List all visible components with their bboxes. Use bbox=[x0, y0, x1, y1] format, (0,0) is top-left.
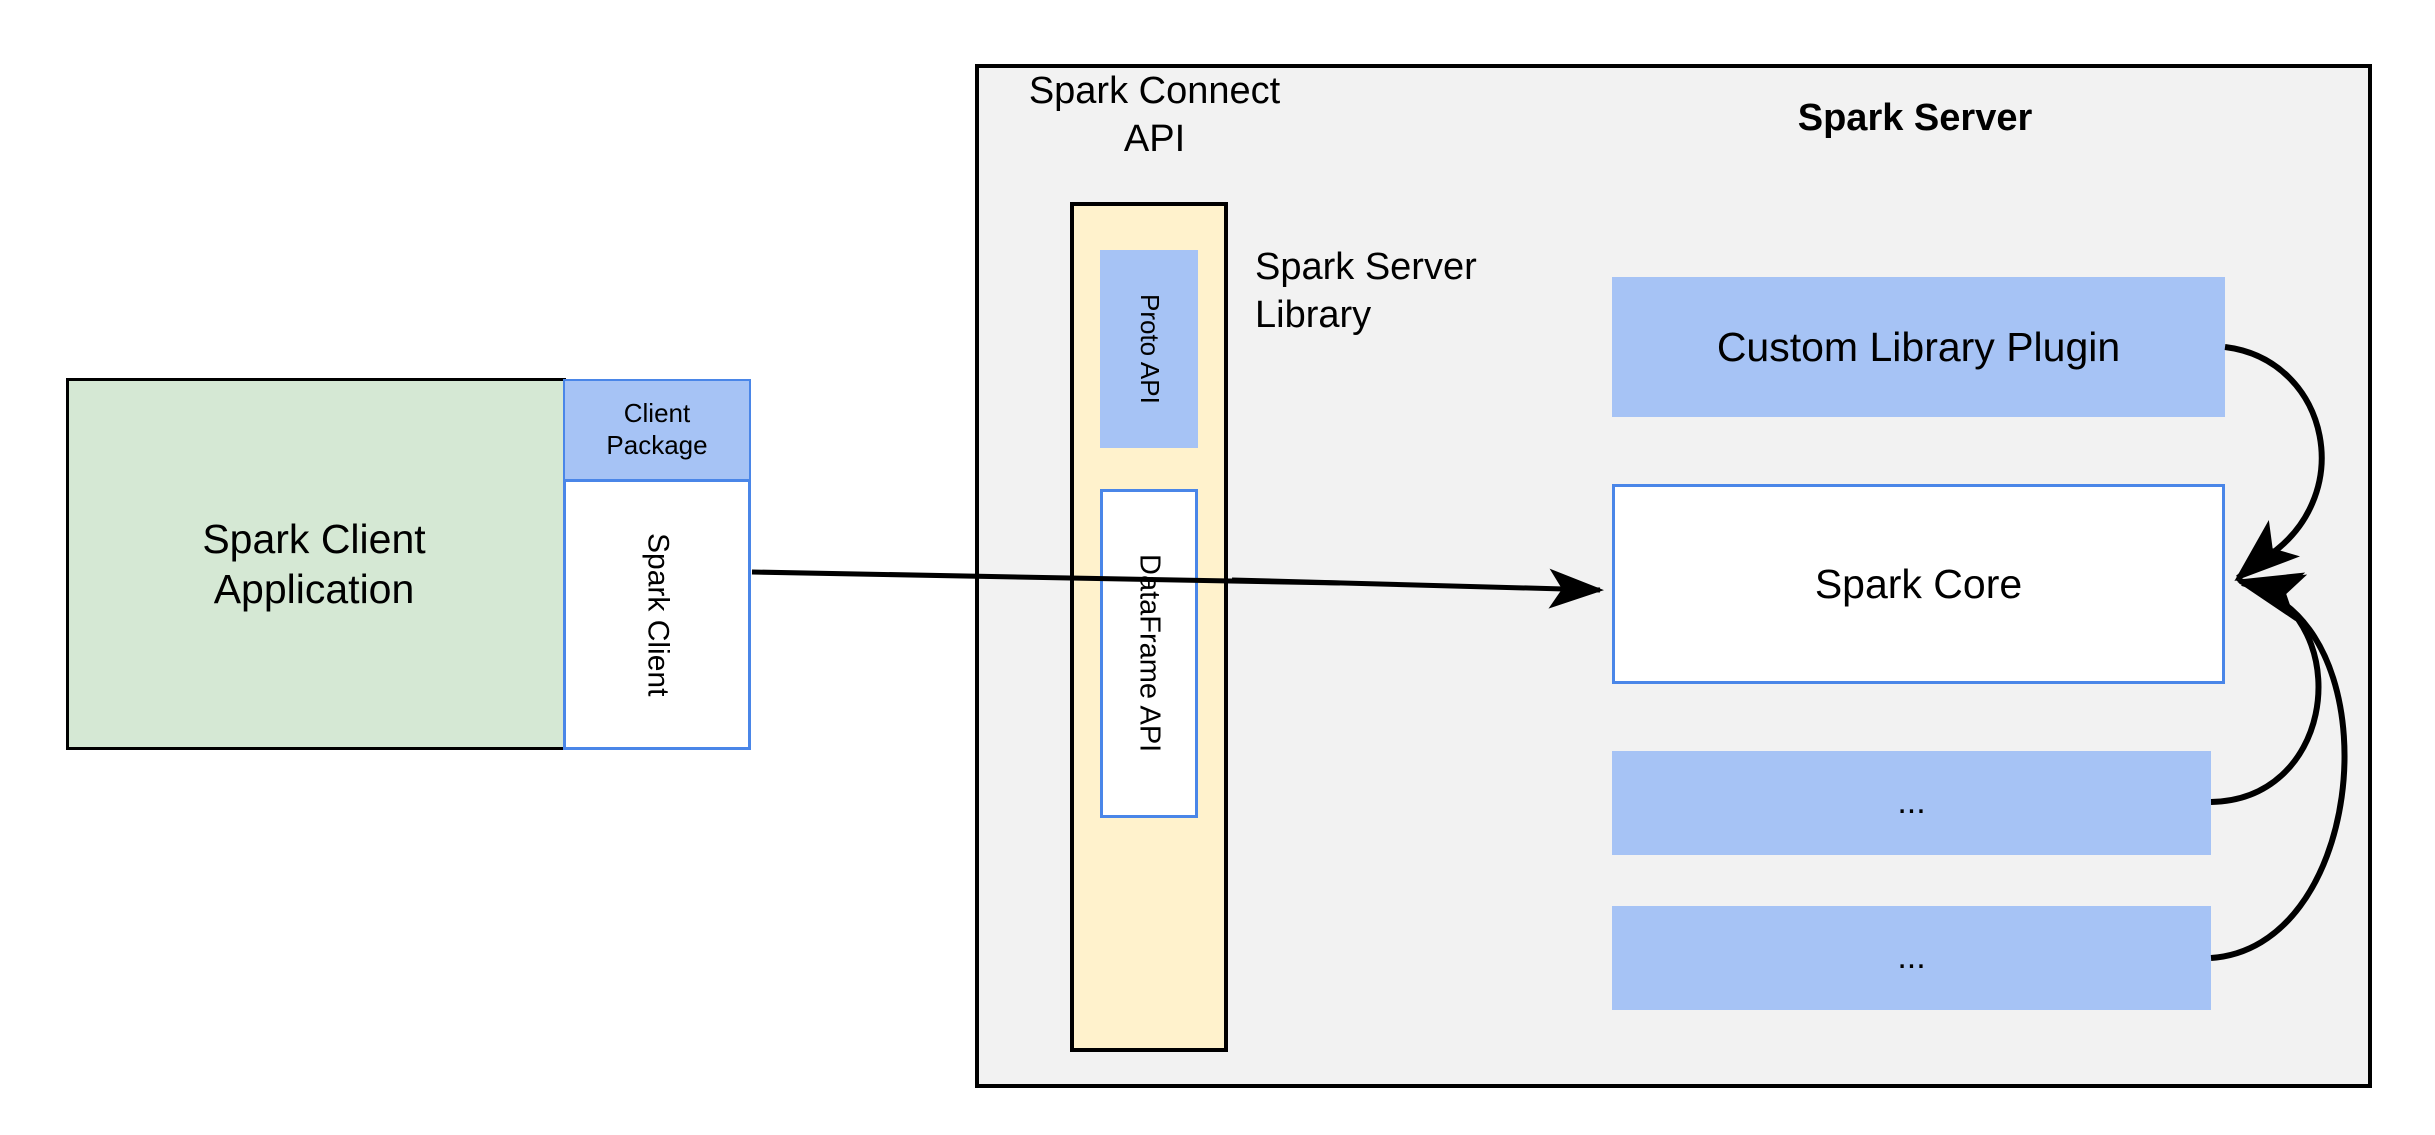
proto-api-label: Proto API bbox=[1134, 294, 1165, 404]
spark-core-label: Spark Core bbox=[1814, 560, 2023, 607]
placeholder-box-1[interactable]: ... bbox=[1612, 751, 2211, 855]
client-package-label: Client Package bbox=[606, 398, 708, 460]
spark-client-label: Spark Client bbox=[641, 532, 675, 697]
placeholder-box-2[interactable]: ... bbox=[1612, 906, 2211, 1010]
spark-connect-api-title: Spark Connect API bbox=[1028, 70, 1281, 160]
placeholder-label-1: ... bbox=[1897, 783, 1926, 822]
client-package-box[interactable]: Client Package bbox=[563, 379, 751, 479]
dataframe-api-label: DataFrame API bbox=[1133, 554, 1166, 753]
dataframe-api-box[interactable]: DataFrame API bbox=[1100, 489, 1198, 818]
spark-core-box[interactable]: Spark Core bbox=[1612, 484, 2225, 684]
spark-server-library-label: Spark Server Library bbox=[1255, 246, 1477, 337]
spark-server-title: Spark Server bbox=[1797, 97, 2033, 139]
custom-library-plugin-label: Custom Library Plugin bbox=[1716, 323, 2121, 370]
spark-client-application-label: Spark Client Application bbox=[202, 515, 426, 612]
custom-library-plugin-box[interactable]: Custom Library Plugin bbox=[1612, 277, 2225, 417]
placeholder-label-2: ... bbox=[1897, 938, 1926, 977]
spark-client-box[interactable]: Spark Client bbox=[563, 479, 751, 750]
spark-client-application-box[interactable]: Spark Client Application bbox=[66, 378, 566, 750]
proto-api-box[interactable]: Proto API bbox=[1100, 250, 1198, 448]
